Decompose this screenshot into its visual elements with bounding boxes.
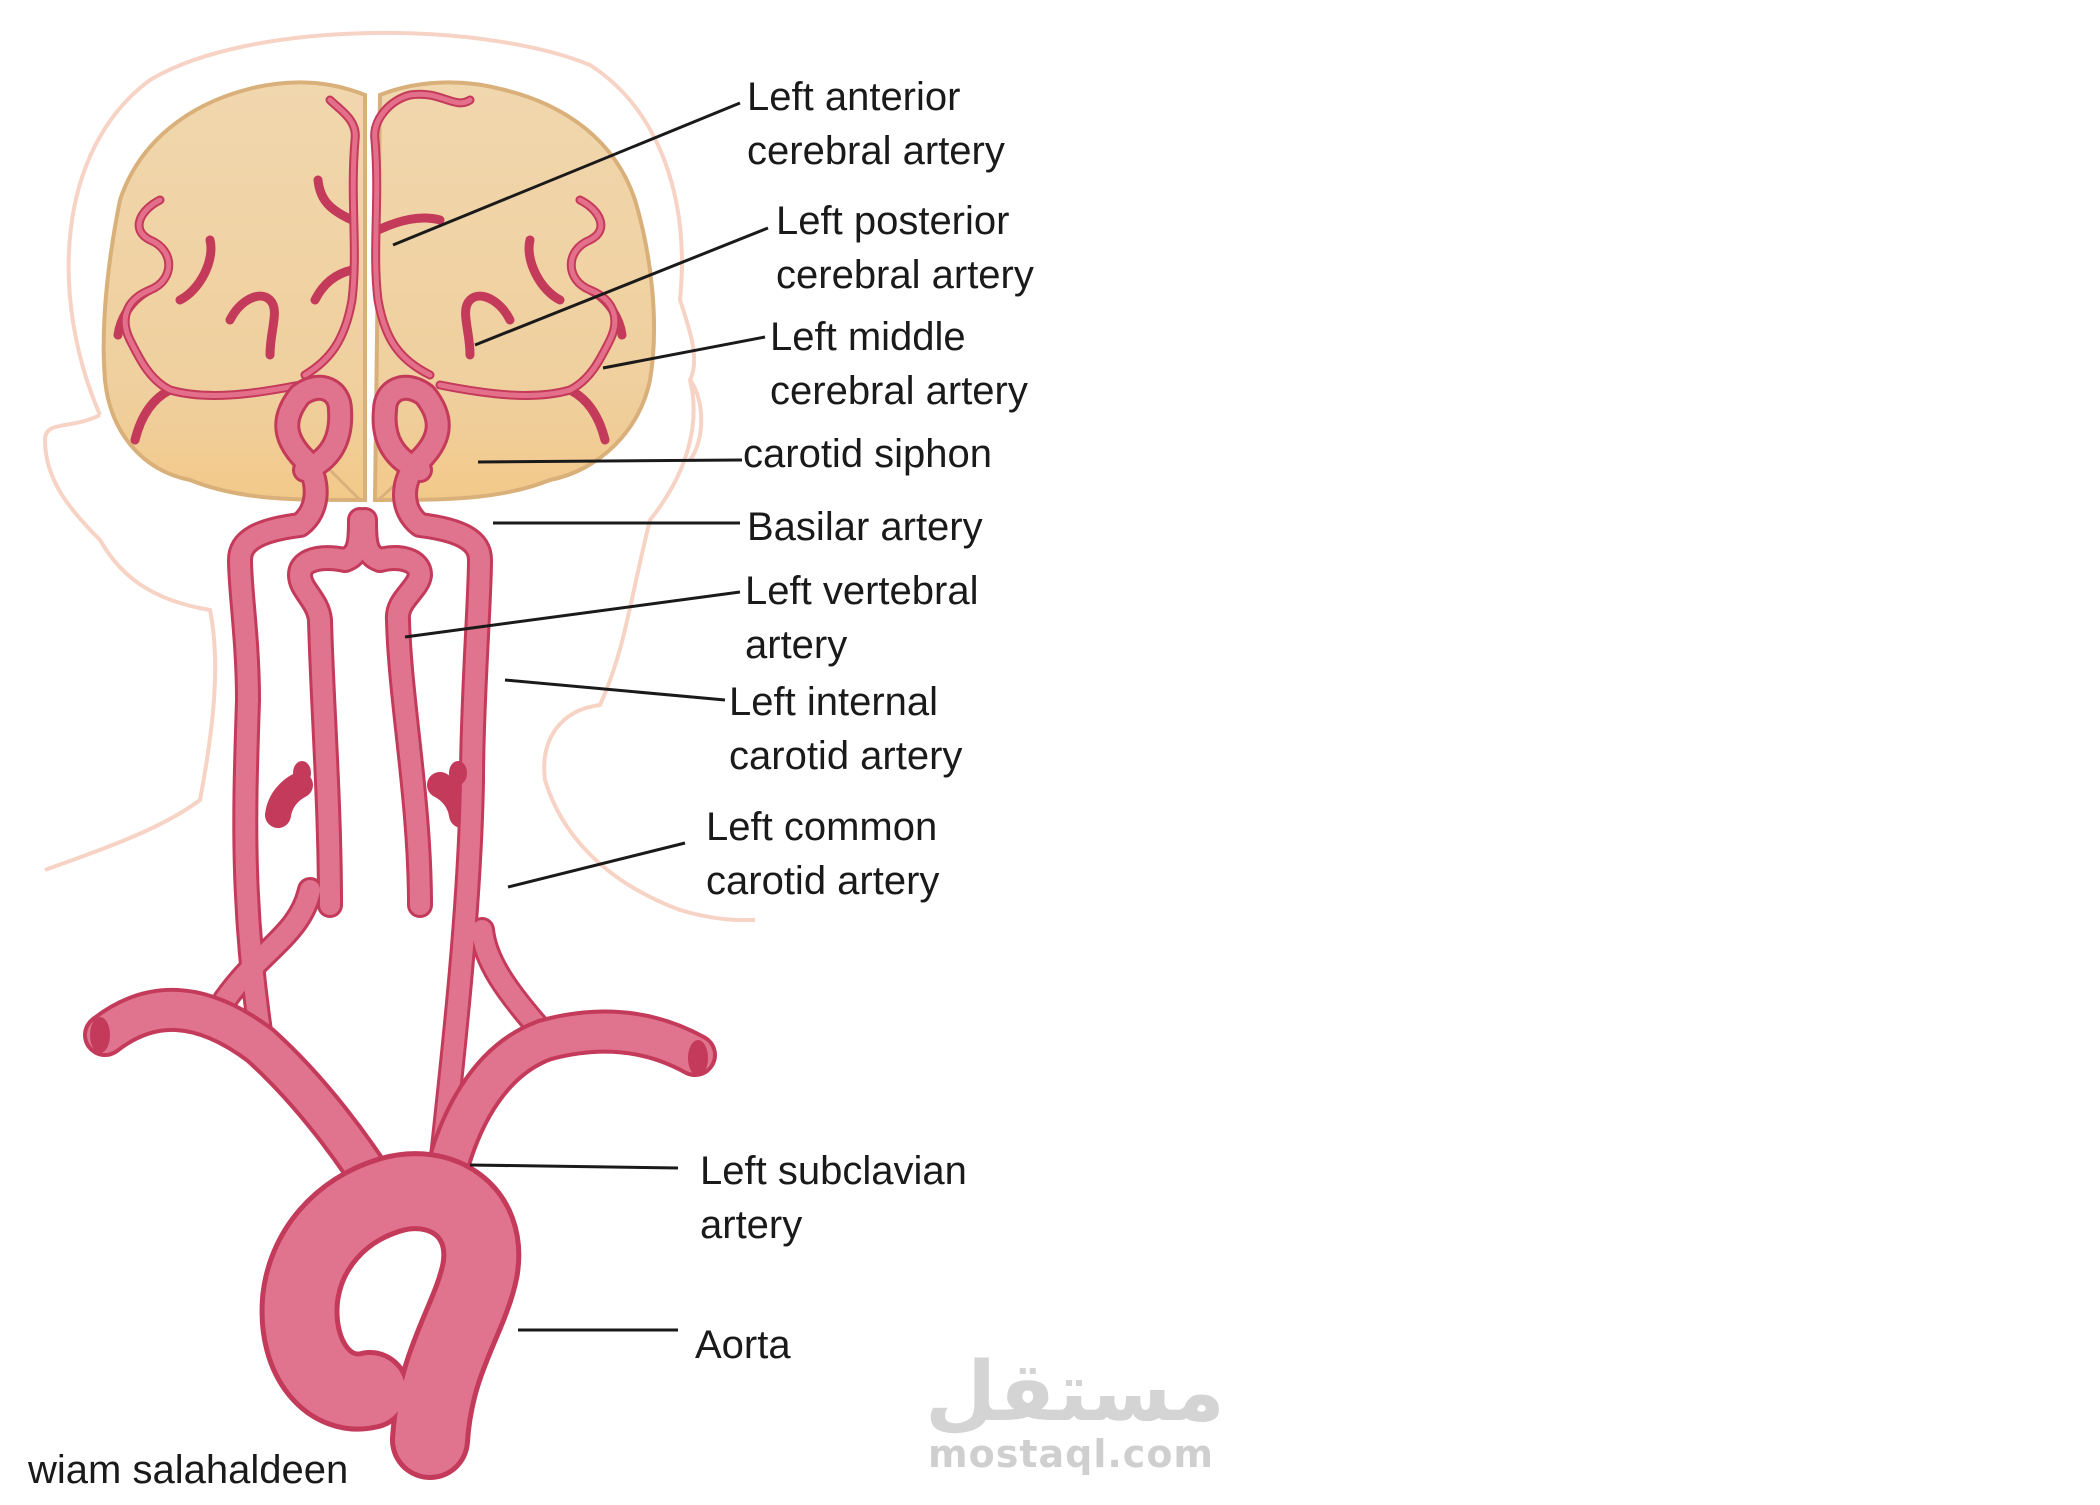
watermark-latin: mostaql.com: [928, 1432, 1215, 1476]
label-line: Left posterior: [776, 199, 1010, 243]
label-line: cerebral artery: [776, 253, 1034, 297]
label-line: carotid artery: [729, 734, 963, 778]
label-line: cerebral artery: [747, 129, 1005, 173]
label-left-middle-cerebral-artery: Left middle cerebral artery: [770, 310, 1028, 418]
label-left-posterior-cerebral-artery: Left posterior cerebral artery: [776, 194, 1034, 302]
watermark-arabic: مستقل: [925, 1345, 1225, 1440]
label-left-internal-carotid-artery: Left internal carotid artery: [729, 675, 962, 783]
label-line: Left vertebral: [745, 569, 979, 613]
leader-lines: [392, 101, 769, 1332]
head-silhouette: [42, 30, 756, 923]
label-line: cerebral artery: [770, 369, 1028, 413]
label-line: artery: [745, 623, 848, 667]
label-line: carotid artery: [706, 859, 940, 903]
label-left-anterior-cerebral-artery: Left anterior cerebral artery: [747, 70, 1005, 178]
label-line: Left common: [706, 805, 938, 849]
vessel-ends: [90, 761, 708, 1076]
label-line: Left subclavian: [700, 1149, 967, 1193]
label-line: Left internal: [729, 680, 939, 724]
label-aorta: Aorta: [695, 1318, 791, 1372]
label-left-vertebral-artery: Left vertebral artery: [745, 564, 978, 672]
label-carotid-siphon: carotid siphon: [743, 427, 992, 481]
arterial-tree: [83, 374, 717, 1480]
label-left-subclavian-artery: Left subclavian artery: [700, 1144, 967, 1252]
label-line: Basilar artery: [747, 505, 983, 549]
author-credit: wiam salahaldeen: [28, 1448, 349, 1492]
label-basilar-artery: Basilar artery: [747, 500, 983, 554]
cerebral-vessels: [113, 89, 627, 445]
label-line: Left middle: [770, 315, 966, 359]
label-line: carotid siphon: [743, 432, 993, 476]
label-line: artery: [700, 1203, 803, 1247]
label-left-common-carotid-artery: Left common carotid artery: [706, 800, 939, 908]
label-line: Aorta: [695, 1323, 791, 1367]
label-line: Left anterior: [747, 75, 961, 119]
